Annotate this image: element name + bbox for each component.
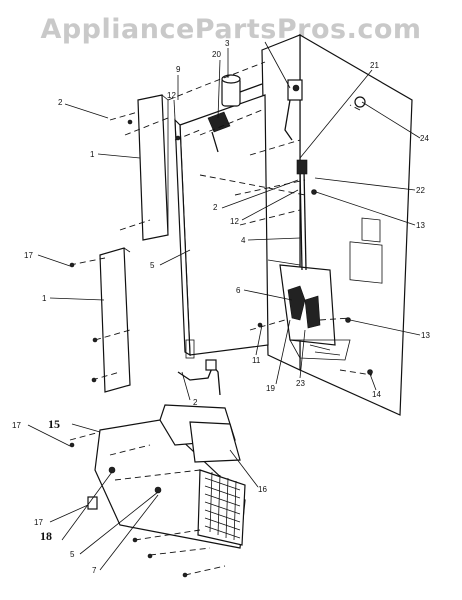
water-tube xyxy=(296,159,308,271)
dispenser-assembly xyxy=(279,264,351,361)
callout-2: 2 xyxy=(58,98,63,107)
callout-5: 5 xyxy=(150,261,155,270)
callout-21: 21 xyxy=(370,61,379,70)
callout-17: 17 xyxy=(24,251,33,260)
fan-motor xyxy=(207,74,263,153)
evaporator-cover xyxy=(174,94,269,359)
callout-5: 5 xyxy=(70,550,75,559)
leader-lines xyxy=(27,41,421,571)
callout-7: 7 xyxy=(92,566,97,575)
left-panel-lower xyxy=(99,247,131,393)
callout-18: 18 xyxy=(40,529,52,543)
callout-12: 12 xyxy=(167,91,176,100)
callout-23: 23 xyxy=(296,379,305,388)
callout-17: 17 xyxy=(34,518,43,527)
callout-20: 20 xyxy=(212,50,221,59)
callout-22: 22 xyxy=(416,186,425,195)
callout-16: 16 xyxy=(258,485,267,494)
callout-13: 13 xyxy=(416,221,425,230)
callout-4: 4 xyxy=(241,236,246,245)
bottom-kickplate xyxy=(87,404,246,549)
callout-11: 11 xyxy=(252,356,261,365)
callout-24: 24 xyxy=(420,134,429,143)
callout-12: 12 xyxy=(230,217,239,226)
wire-harness xyxy=(177,359,221,396)
callout-13: 13 xyxy=(421,331,430,340)
callout-19: 19 xyxy=(266,384,275,393)
callout-2: 2 xyxy=(193,398,198,407)
callout-3: 3 xyxy=(225,39,230,48)
callout-15: 15 xyxy=(48,417,60,431)
callout-1: 1 xyxy=(90,150,95,159)
callout-6: 6 xyxy=(236,286,241,295)
callout-14: 14 xyxy=(372,390,381,399)
callout-1: 1 xyxy=(42,294,47,303)
callout-17: 17 xyxy=(12,421,21,430)
callout-labels: 2 1 17 1 12 9 20 3 21 24 22 2 12 13 4 5 … xyxy=(12,39,430,575)
callout-2: 2 xyxy=(213,203,218,212)
left-panel-upper xyxy=(137,94,169,241)
assembly-guide-lines xyxy=(69,61,373,576)
callout-9: 9 xyxy=(176,65,181,74)
top-bracket xyxy=(284,79,366,141)
